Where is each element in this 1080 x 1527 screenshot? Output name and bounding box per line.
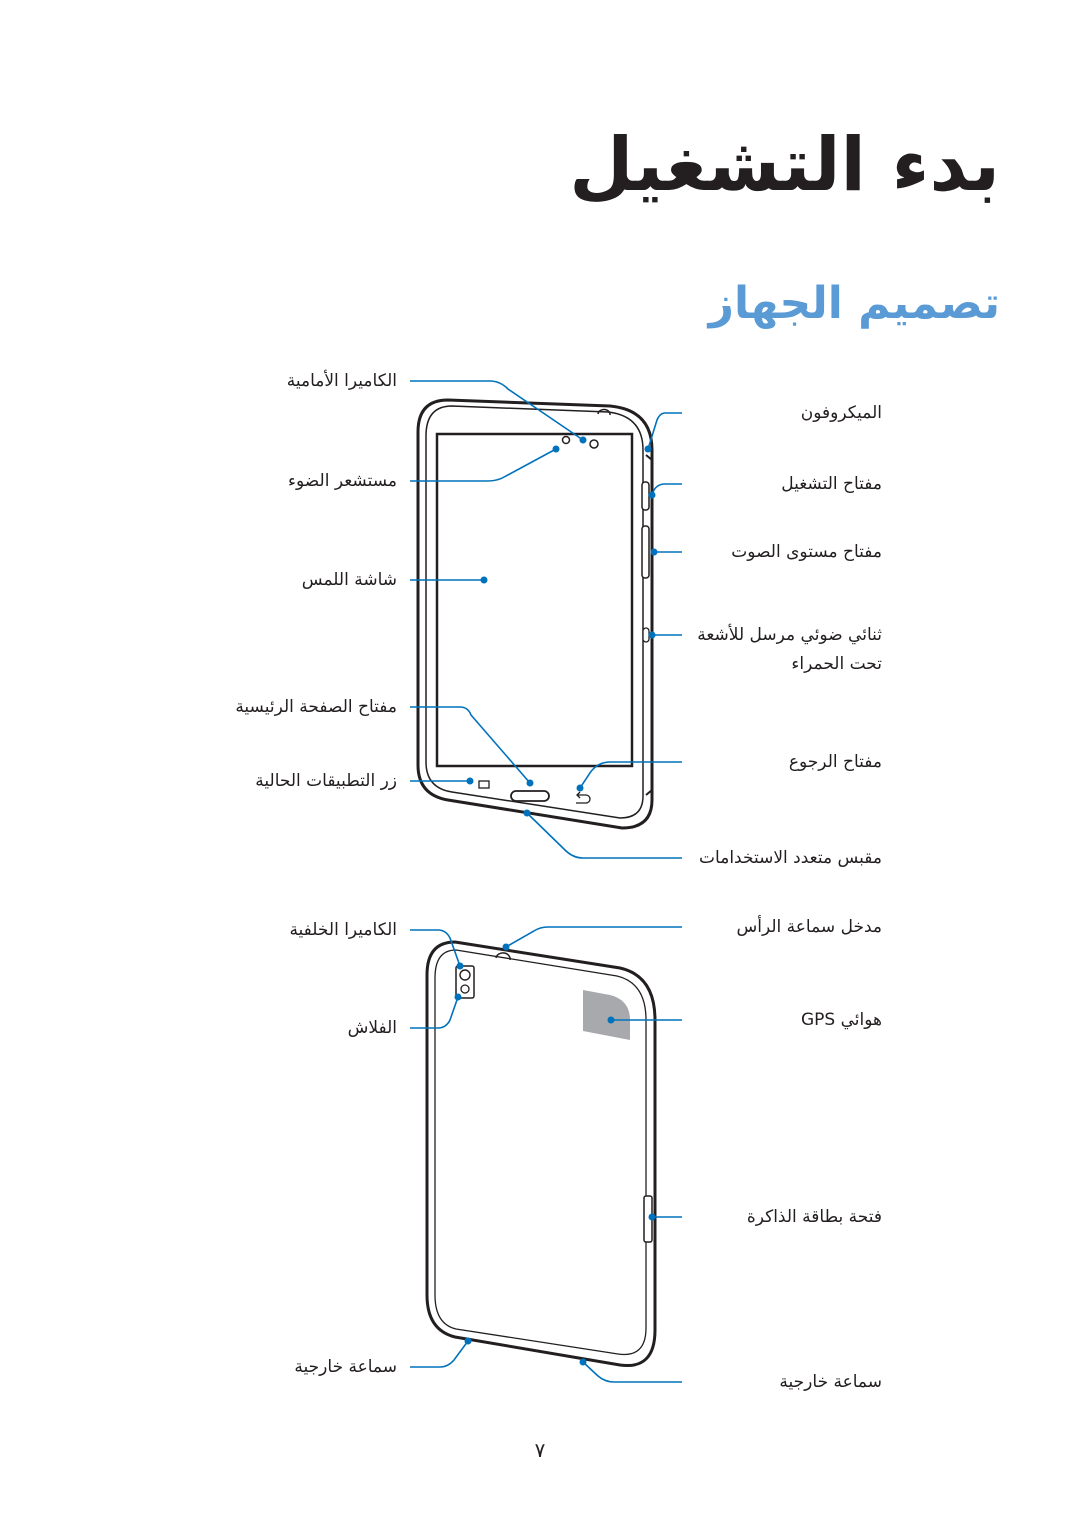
label-light-sensor: مستشعر الضوء [288,471,397,491]
label-gps-antenna: هوائي GPS [801,1010,882,1030]
page-number: ٧ [534,1438,546,1462]
back-leader-dots [454,943,656,1366]
microphone-icon [597,408,611,416]
flash-icon [460,984,470,994]
back-device [425,940,657,1368]
label-speaker-left: سماعة خارجية [294,1357,397,1377]
front-device-bezel [425,405,644,819]
label-home-key: مفتاح الصفحة الرئيسية [235,697,397,717]
label-ir-led-line1: ثنائي ضوئي مرسل للأشعة [697,625,882,645]
ir-led-shape [642,627,650,643]
label-recent-apps-key: زر التطبيقات الحالية [255,771,397,791]
rear-camera-housing [455,965,475,999]
gps-antenna-area [583,990,630,1040]
label-back-key: مفتاح الرجوع [788,752,882,772]
label-power-key: مفتاح التشغيل [781,474,882,494]
label-speaker-right: سماعة خارجية [779,1372,882,1392]
back-device-inner [434,949,647,1356]
label-front-camera: الكاميرا الأمامية [286,371,397,391]
volume-key-shape [641,525,650,579]
home-key-icon [510,790,550,802]
label-flash: الفلاش [347,1018,397,1038]
front-camera-icon [561,435,571,445]
front-screen [435,432,634,768]
back-key-icon [576,791,591,804]
front-device-body [416,398,654,830]
headset-jack-icon [495,952,511,961]
front-leader-dots [466,436,658,817]
label-ir-led-line2: تحت الحمراء [791,654,882,674]
label-volume-key: مفتاح مستوى الصوت [731,542,882,562]
rear-camera-icon [459,969,471,981]
label-headset-jack: مدخل سماعة الرأس [736,917,883,937]
back-leader-lines [410,926,682,1383]
front-side-edge [645,454,653,796]
front-device [416,398,654,830]
label-memory-card-slot: فتحة بطاقة الذاكرة [746,1207,882,1227]
label-rear-camera: الكاميرا الخلفية [289,920,397,940]
power-key-shape [641,481,650,511]
section-heading: تصميم الجهاز [708,278,1000,329]
label-multipurpose-jack: مقبس متعدد الاستخدامات [699,848,882,868]
label-touchscreen: شاشة اللمس [301,570,397,590]
label-microphone: الميكروفون [800,403,882,423]
light-sensor-icon [589,439,599,449]
recent-apps-icon [478,780,490,789]
page-title: بدء التشغيل [569,122,1000,208]
back-device-body [425,940,657,1368]
